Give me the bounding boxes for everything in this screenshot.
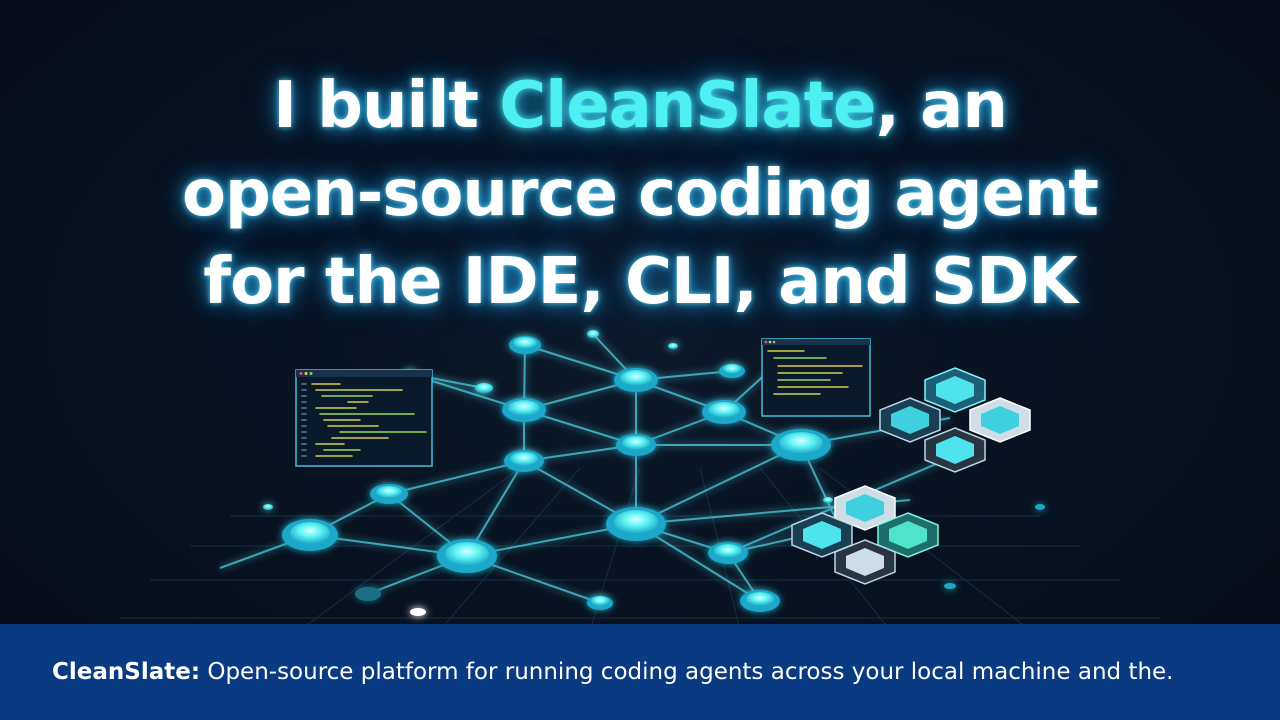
headline: I built CleanSlate, an open-source codin… [0, 62, 1280, 326]
node [502, 398, 546, 422]
node [606, 507, 666, 541]
node [355, 587, 381, 601]
node [475, 383, 493, 393]
node [282, 519, 338, 551]
node [740, 590, 780, 612]
node [504, 450, 544, 472]
node [587, 596, 613, 610]
node [719, 364, 745, 378]
code-window-right [761, 338, 871, 417]
node [1035, 504, 1045, 510]
node [823, 497, 833, 503]
node [263, 504, 273, 510]
hex-module-cluster-upper [879, 367, 1031, 473]
node [616, 434, 656, 456]
caption-brand: CleanSlate: [52, 659, 201, 685]
node [614, 368, 658, 392]
hex-module-cluster-lower [791, 485, 939, 585]
caption-bar: CleanSlate: Open-source platform for run… [0, 624, 1280, 720]
node [944, 583, 956, 589]
node [668, 343, 678, 349]
network-nodes [263, 330, 1045, 616]
node [771, 429, 831, 461]
node [509, 336, 541, 354]
headline-line-1: I built CleanSlate, an [0, 62, 1280, 150]
caption-text: Open-source platform for running coding … [200, 659, 1174, 685]
node [437, 539, 497, 573]
headline-line-1-suffix: , an [875, 69, 1008, 143]
node [708, 542, 748, 564]
floor-grid [120, 467, 1160, 630]
headline-brand: CleanSlate [499, 69, 876, 143]
code-window-left [295, 369, 433, 467]
headline-line-3: for the IDE, CLI, and SDK [203, 245, 1078, 319]
headline-line-1-prefix: I built [273, 69, 500, 143]
headline-line-2: open-source coding agent [182, 157, 1099, 231]
node [587, 330, 599, 338]
node [410, 608, 426, 616]
caption: CleanSlate: Open-source platform for run… [52, 659, 1174, 685]
network-illustration [120, 330, 1160, 630]
node [370, 484, 408, 504]
node [702, 400, 746, 424]
